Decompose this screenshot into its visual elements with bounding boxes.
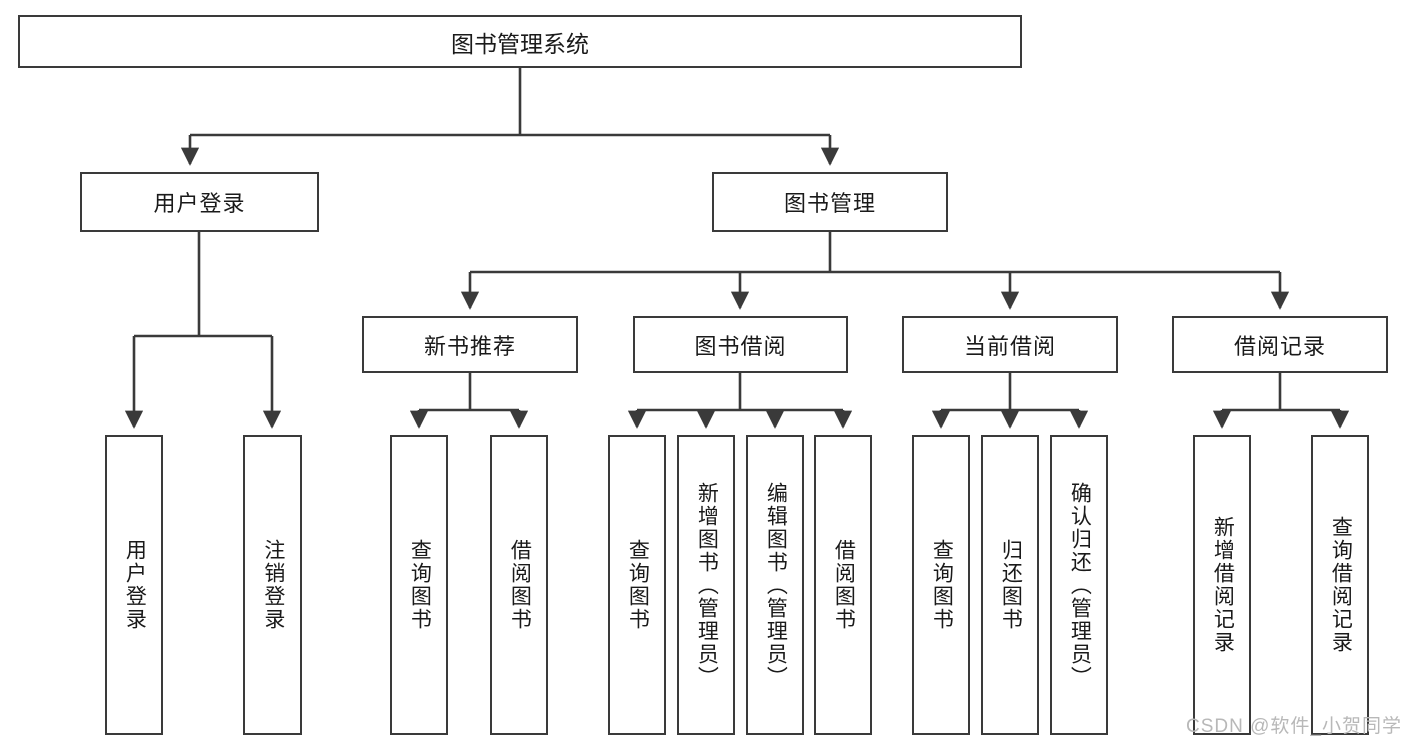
node-book-borrow-label: 图书借阅 [694,333,787,359]
leaf-user-login[interactable]: 用户登录 [105,435,163,735]
leaf-label: 确认归还（管理员） [1068,481,1092,689]
node-root[interactable]: 图书管理系统 [18,15,1022,68]
leaf-query-book-current[interactable]: 查询图书 [912,435,970,735]
leaf-add-book-admin[interactable]: 新增图书（管理员） [677,435,735,735]
leaf-label: 查询图书 [408,539,432,631]
leaf-add-borrow-record[interactable]: 新增借阅记录 [1193,435,1251,735]
leaf-confirm-return-admin[interactable]: 确认归还（管理员） [1050,435,1108,735]
leaf-borrow-book-recommend[interactable]: 借阅图书 [490,435,548,735]
node-user-login-label: 用户登录 [153,191,246,216]
leaf-label: 查询图书 [930,539,954,631]
leaf-label: 借阅图书 [508,539,532,631]
node-current-borrow[interactable]: 当前借阅 [902,316,1118,373]
leaf-label: 用户登录 [123,539,147,631]
leaf-label: 查询借阅记录 [1329,516,1353,654]
node-book-borrow[interactable]: 图书借阅 [633,316,848,373]
node-borrow-record-label: 借阅记录 [1233,333,1326,359]
leaf-label: 注销登录 [261,539,285,631]
node-user-login[interactable]: 用户登录 [80,172,319,232]
leaf-query-book-recommend[interactable]: 查询图书 [390,435,448,735]
node-book-management[interactable]: 图书管理 [712,172,948,232]
node-new-book-recommend[interactable]: 新书推荐 [362,316,578,373]
leaf-label: 查询图书 [626,539,650,631]
leaf-query-borrow-record[interactable]: 查询借阅记录 [1311,435,1369,735]
node-book-management-label: 图书管理 [783,191,876,216]
leaf-label: 新增借阅记录 [1211,516,1235,654]
leaf-edit-book-admin[interactable]: 编辑图书（管理员） [746,435,804,735]
node-root-label: 图书管理系统 [451,30,589,57]
node-new-book-recommend-label: 新书推荐 [423,333,516,359]
leaf-label: 编辑图书（管理员） [764,481,788,689]
leaf-label: 借阅图书 [832,539,856,631]
leaf-borrow-book[interactable]: 借阅图书 [814,435,872,735]
leaf-return-book[interactable]: 归还图书 [981,435,1039,735]
leaf-logout[interactable]: 注销登录 [243,435,302,735]
node-current-borrow-label: 当前借阅 [963,333,1056,359]
leaf-label: 归还图书 [999,539,1023,631]
leaf-query-book-borrow[interactable]: 查询图书 [608,435,666,735]
csdn-watermark: CSDN @软件_小贺同学 [1186,716,1402,737]
leaf-label: 新增图书（管理员） [695,481,719,689]
node-borrow-record[interactable]: 借阅记录 [1172,316,1388,373]
